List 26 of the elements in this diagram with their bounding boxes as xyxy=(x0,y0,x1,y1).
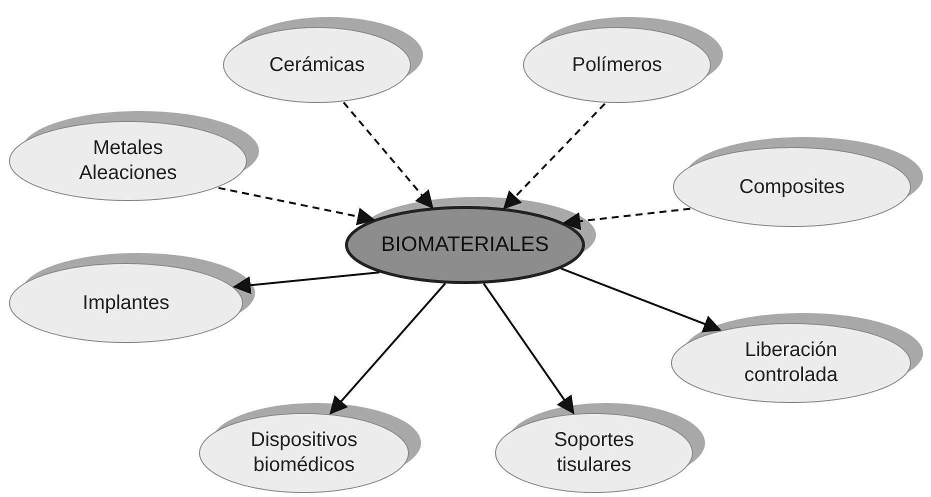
node-label: Dispositivos biomédicos xyxy=(250,428,358,478)
arrow xyxy=(562,208,690,230)
concept-ellipse xyxy=(8,252,256,344)
node-label: Cerámicas xyxy=(269,52,365,78)
arrow xyxy=(560,268,722,332)
concept-ellipse xyxy=(670,312,924,404)
node-label: Composites xyxy=(739,174,845,200)
concept-ellipse xyxy=(522,16,724,104)
arrow xyxy=(329,282,446,415)
concept-ellipse xyxy=(8,110,260,202)
node-label: Soportes tisulares xyxy=(552,428,636,478)
arrow xyxy=(502,102,606,210)
node-label: Liberación controlada xyxy=(743,338,839,388)
node-label: BIOMATERIALES xyxy=(381,232,549,258)
node-label: Polímeros xyxy=(572,52,662,78)
central-ellipse xyxy=(345,196,597,284)
concept-ellipse xyxy=(494,402,706,494)
concept-ellipse xyxy=(672,136,924,228)
node-label: Metales Aleaciones xyxy=(78,136,178,186)
concept-ellipse xyxy=(222,16,424,104)
concept-ellipse xyxy=(198,402,422,494)
node-label: Implantes xyxy=(82,290,170,316)
arrow xyxy=(232,271,380,294)
arrow xyxy=(218,186,376,226)
arrow xyxy=(482,282,574,414)
arrow xyxy=(342,102,434,209)
